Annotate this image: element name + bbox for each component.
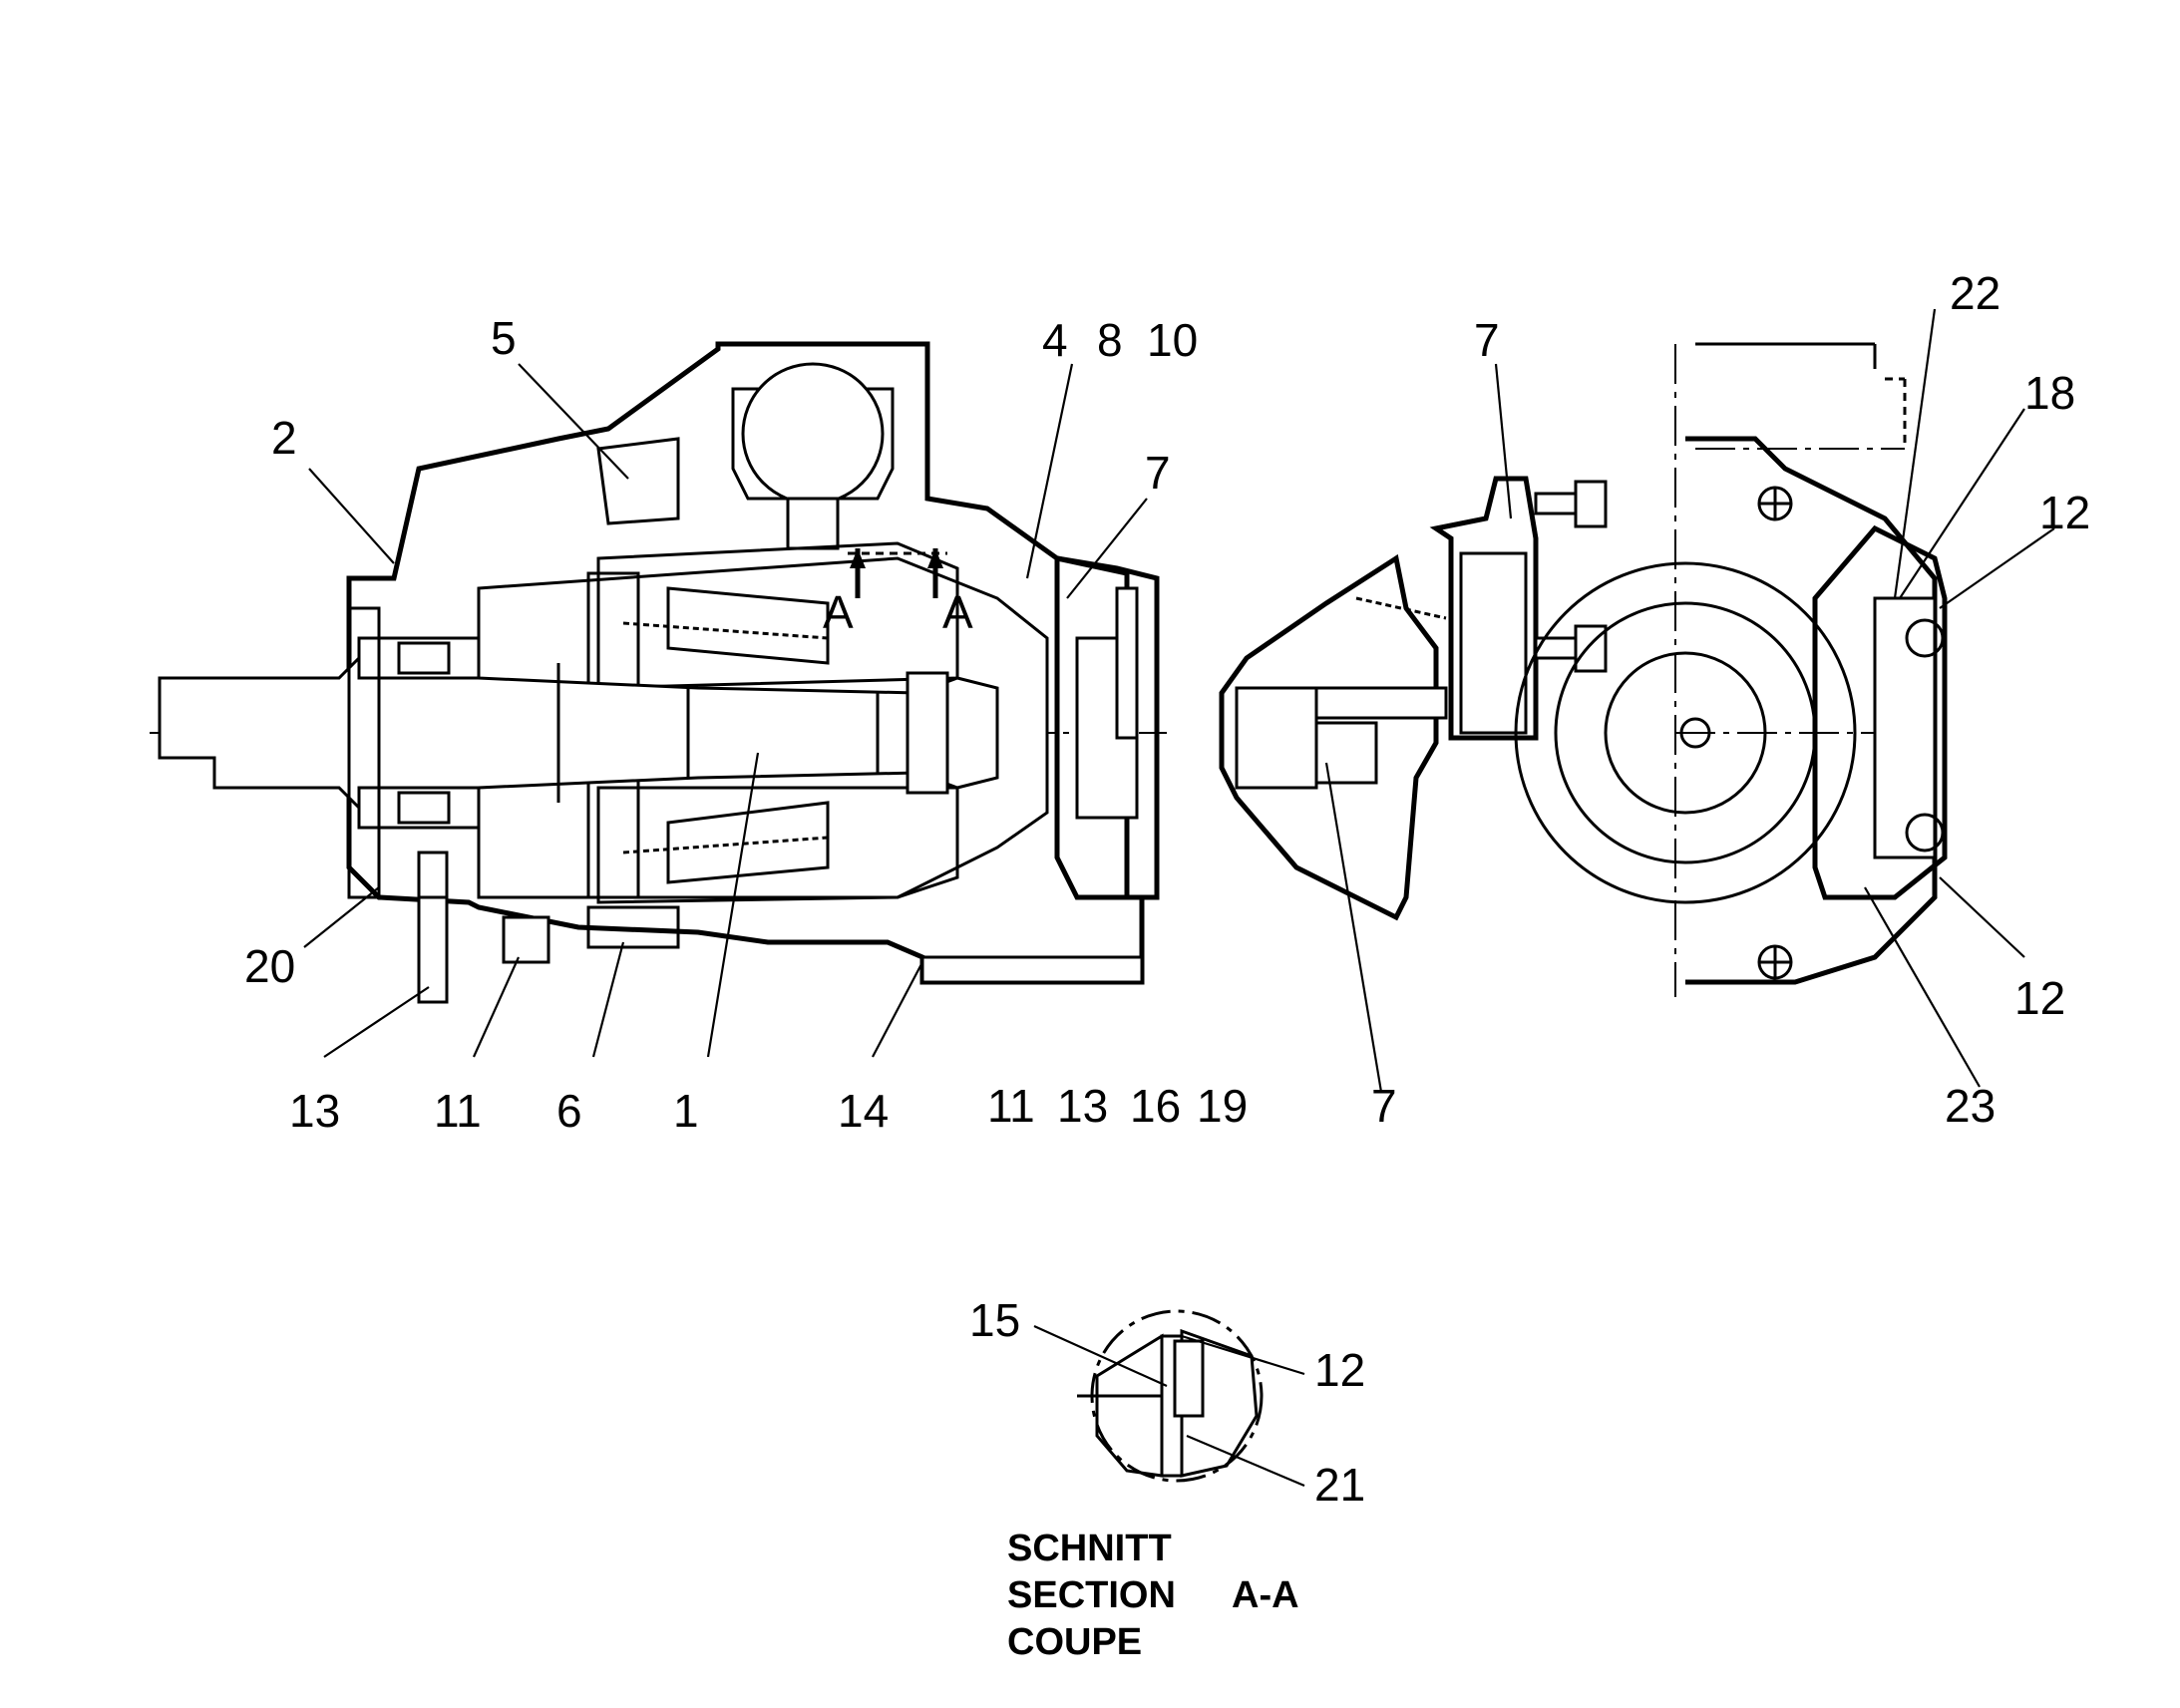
label-7-flange-top: 7 xyxy=(1474,314,1500,366)
label-22: 22 xyxy=(1950,267,2000,319)
label-23: 23 xyxy=(1945,1080,1996,1132)
label-11-left: 11 xyxy=(434,1085,482,1137)
end-block xyxy=(1812,524,1948,900)
flange-body xyxy=(1219,553,1439,921)
label-7-flange-bottom: 7 xyxy=(1371,1080,1397,1132)
leader-lines xyxy=(303,308,2055,1488)
section-marker-a-right: A xyxy=(942,586,973,638)
detail-a-a xyxy=(1077,1309,1264,1483)
label-8: 8 xyxy=(1097,314,1123,366)
label-6: 6 xyxy=(556,1085,582,1137)
section-marker-a-left: A xyxy=(823,586,854,638)
label-16: 16 xyxy=(1130,1080,1181,1132)
section-title: SCHNITT SECTION A-A COUPE xyxy=(1007,1528,1299,1663)
section-title-line2: SECTION xyxy=(1007,1574,1176,1616)
section-title-line1: SCHNITT xyxy=(1007,1528,1172,1569)
label-12-top: 12 xyxy=(2039,487,2090,538)
section-title-line3: COUPE xyxy=(1007,1621,1142,1663)
label-19: 19 xyxy=(1197,1080,1248,1132)
label-12-detail: 12 xyxy=(1314,1344,1365,1396)
flange-detail-view xyxy=(1219,476,1608,921)
section-title-aa: A-A xyxy=(1232,1574,1299,1616)
label-1: 1 xyxy=(673,1085,699,1137)
label-11-right: 11 xyxy=(987,1080,1035,1132)
label-13-left: 13 xyxy=(289,1085,340,1137)
label-10: 10 xyxy=(1147,314,1198,366)
label-20: 20 xyxy=(244,940,295,992)
label-13-right: 13 xyxy=(1057,1080,1108,1132)
end-view xyxy=(1514,342,1948,997)
label-5: 5 xyxy=(491,312,517,364)
label-12-bottom: 12 xyxy=(2014,972,2065,1024)
part-labels: 2 5 4 8 10 7 7 22 18 12 12 20 13 11 6 1 … xyxy=(244,267,2090,1511)
label-15: 15 xyxy=(969,1294,1020,1346)
label-21: 21 xyxy=(1314,1459,1365,1511)
label-4: 4 xyxy=(1042,314,1068,366)
label-7-main: 7 xyxy=(1145,447,1171,499)
label-2: 2 xyxy=(271,412,297,464)
label-18: 18 xyxy=(2024,367,2075,419)
label-14: 14 xyxy=(838,1085,889,1137)
main-pump-section: A A xyxy=(150,341,1167,1004)
